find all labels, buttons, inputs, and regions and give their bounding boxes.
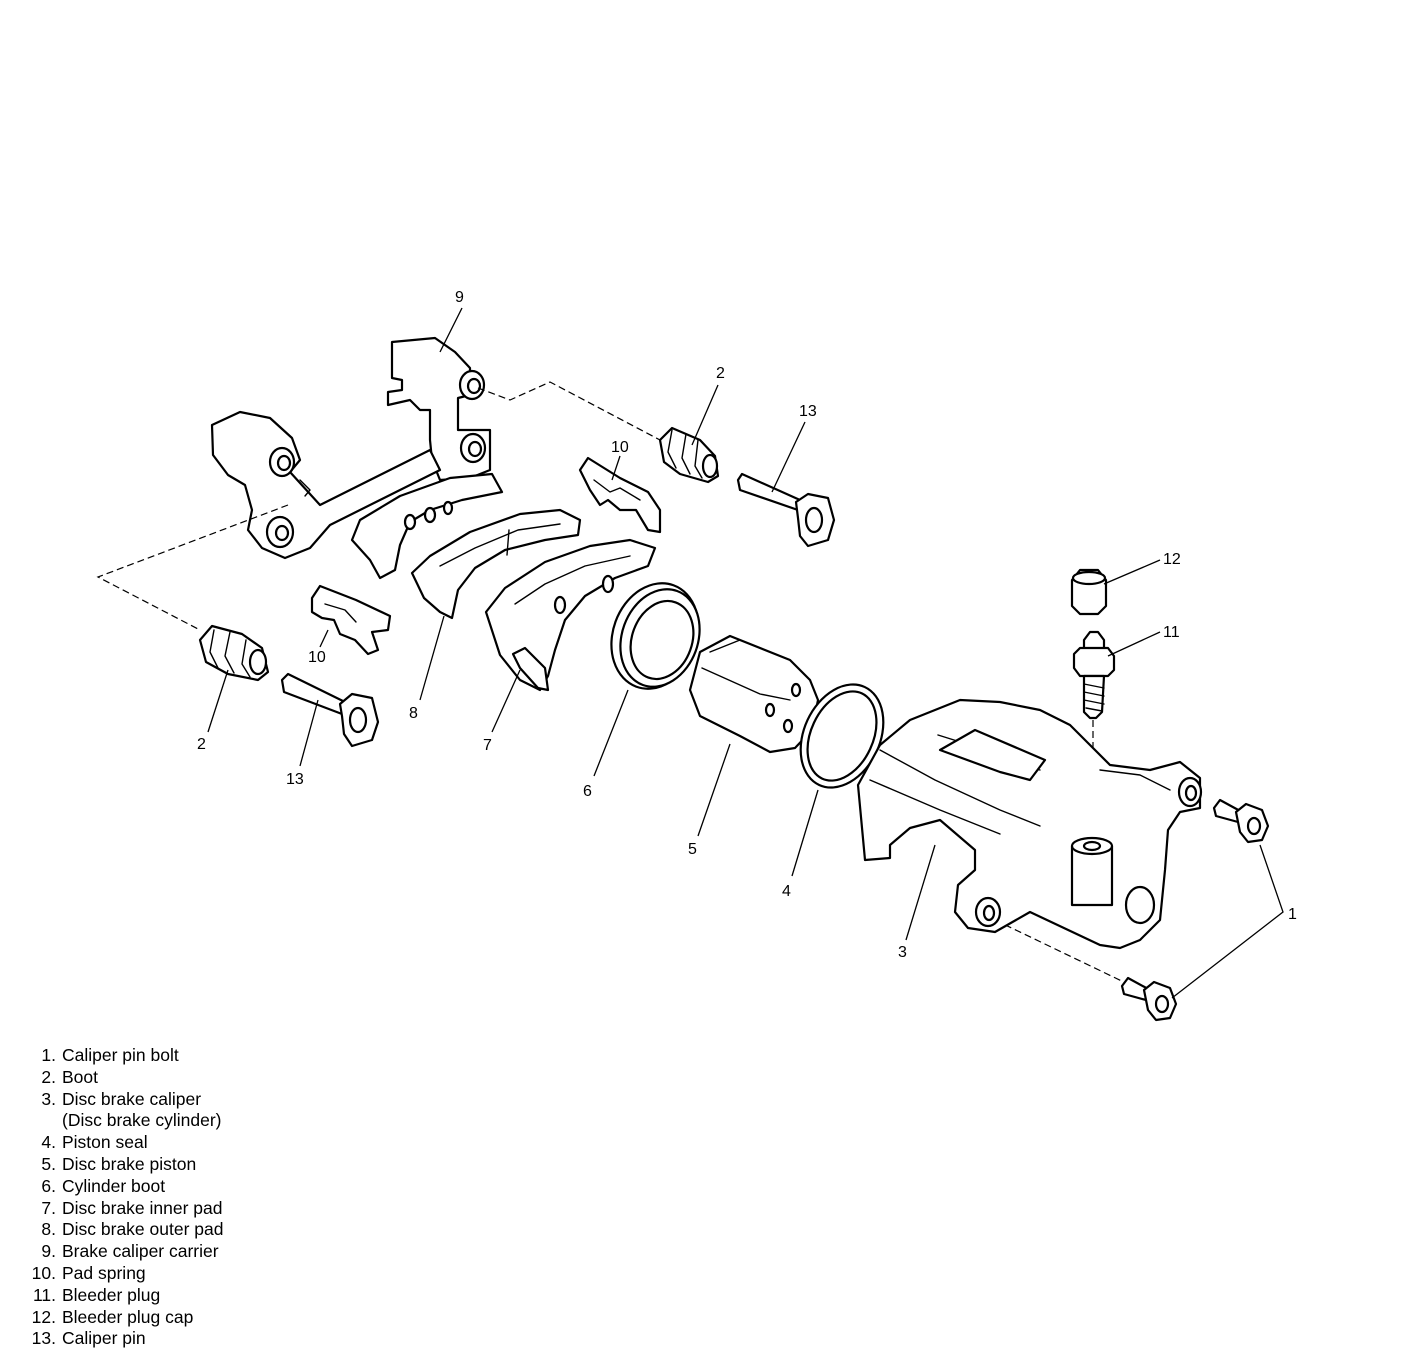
callout-1: 1 [1288, 906, 1297, 923]
callout-11: 11 [1163, 624, 1180, 641]
callout-4: 4 [782, 883, 791, 900]
disc-brake-outer-pad [350, 472, 504, 580]
disc-brake-caliper [856, 698, 1203, 950]
callout-3: 3 [898, 944, 907, 961]
callout-13-upper: 13 [799, 403, 817, 420]
legend-item: 9.Brake caliper carrier [41, 1241, 219, 1262]
callout-10-lower: 10 [308, 649, 326, 666]
legend-item: 13.Caliper pin [31, 1328, 146, 1349]
callout-7: 7 [483, 737, 492, 754]
pad-spring-upper [578, 456, 662, 534]
alignment-line-bottom [994, 919, 1131, 986]
bleeder-plug [1072, 630, 1116, 720]
callout-13-lower: 13 [286, 771, 304, 788]
legend-item: 2.Boot [41, 1066, 98, 1087]
legend-item: 5.Disc brake piston [41, 1153, 197, 1174]
bleeder-plug-cap [1070, 568, 1108, 616]
disc-brake-inner-pad [484, 538, 657, 692]
callout-9: 9 [455, 289, 464, 306]
callout-12: 12 [1163, 551, 1181, 568]
legend-item: 4.Piston seal [41, 1132, 148, 1153]
callout-10-upper: 10 [611, 439, 629, 456]
legend-item: 6.Cylinder boot [41, 1175, 166, 1196]
legend-item: 3.Disc brake caliper [41, 1088, 202, 1109]
caliper-pin-bolt-lower [1120, 976, 1178, 1022]
leader-lines [207, 307, 1284, 999]
callout-numbers: 9 2 13 10 12 11 10 8 2 7 13 6 5 4 1 3 [197, 289, 1297, 961]
boot-upper [658, 426, 720, 484]
parts-legend: 1.Caliper pin bolt 2.Boot 3.Disc brake c… [14, 1045, 224, 1350]
legend-item: 1.Caliper pin bolt [41, 1045, 179, 1065]
brake-caliper-carrier [210, 336, 492, 560]
callout-5: 5 [688, 841, 697, 858]
caliper-pin-bolt-upper [1212, 798, 1270, 844]
caliper-pin-lower [280, 672, 380, 748]
callout-2-lower: 2 [197, 736, 206, 753]
pad-spring-lower [310, 584, 392, 656]
legend-item: 11.Bleeder plug [32, 1284, 161, 1305]
legend-item: 10.Pad spring [31, 1262, 146, 1283]
disc-brake-pad-front [410, 508, 582, 620]
callout-6: 6 [583, 783, 592, 800]
caliper-pin-upper [736, 472, 836, 548]
alignment-line-upper [477, 381, 661, 441]
boot-lower [198, 624, 270, 682]
legend-item: 8.Disc brake outer pad [41, 1219, 224, 1240]
legend-item: 7.Disc brake inner pad [41, 1197, 223, 1218]
legend-item: 12.Bleeder plug cap [31, 1306, 194, 1327]
cylinder-boot [610, 582, 701, 690]
callout-2-upper: 2 [716, 365, 725, 382]
callout-8: 8 [409, 705, 418, 722]
disc-brake-piston [688, 634, 820, 754]
legend-item: (Disc brake cylinder) [62, 1110, 222, 1131]
alignment-line-lower [96, 504, 289, 631]
